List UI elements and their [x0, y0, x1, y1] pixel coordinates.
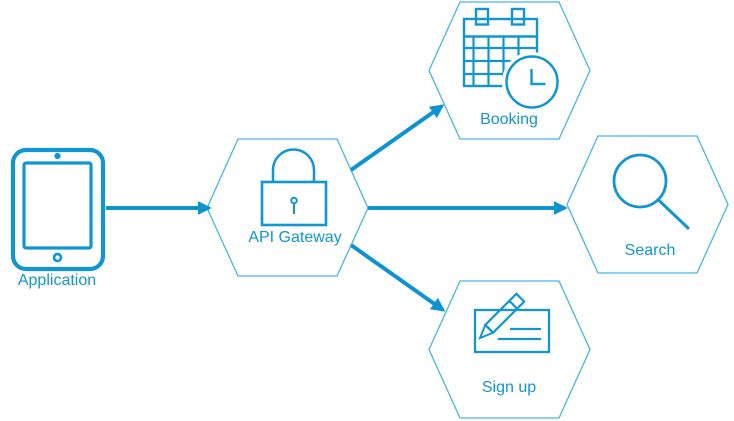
- calendar-clock-icon: [462, 7, 562, 112]
- hexagon-api-gateway: [206, 138, 369, 277]
- lock-icon: [260, 148, 328, 227]
- node-label-application: Application: [17, 272, 97, 289]
- node-label-search: Search: [624, 242, 676, 259]
- tablet-icon: [10, 147, 106, 272]
- arrow-gateway-to-signup: [349, 243, 446, 312]
- signup-form-icon: [473, 292, 551, 354]
- search-icon: [612, 153, 690, 230]
- node-label-signup: Sign up: [481, 379, 537, 396]
- arrow-gateway-to-booking: [349, 104, 445, 172]
- node-label-booking: Booking: [480, 111, 538, 128]
- node-label-api-gateway: API Gateway: [248, 229, 342, 246]
